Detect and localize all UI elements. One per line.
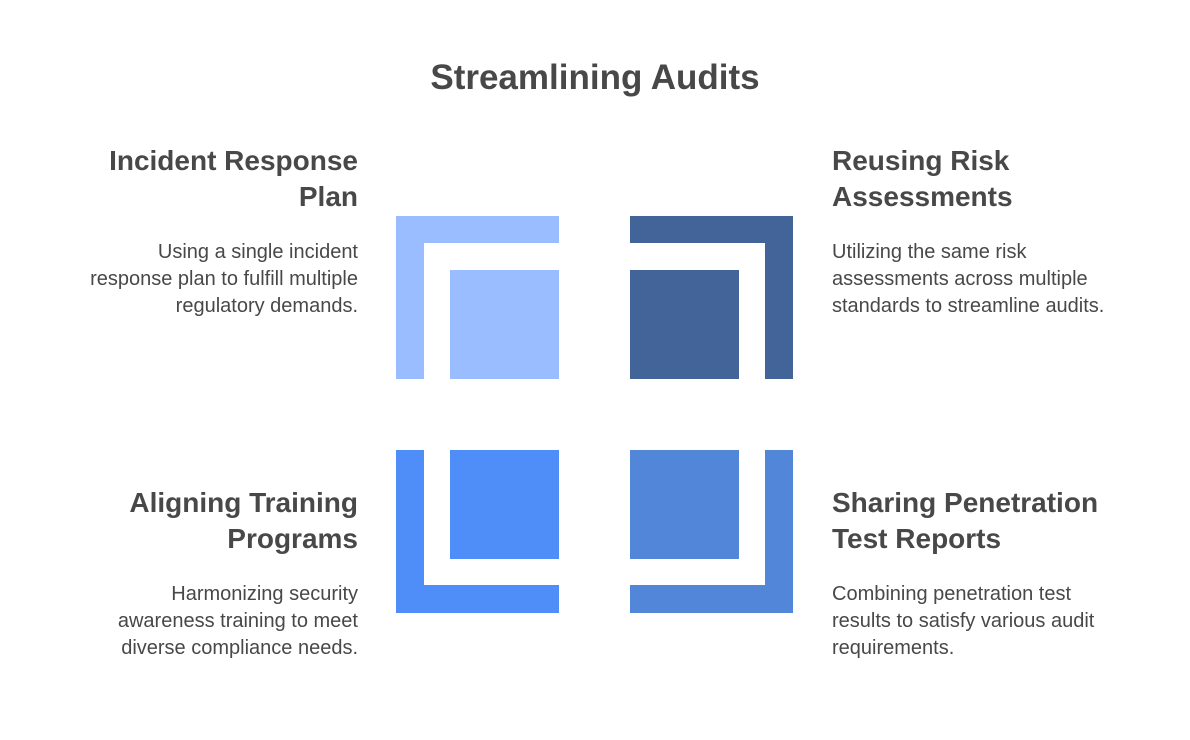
- item-training-programs: Aligning Training Programs Harmonizing s…: [28, 485, 358, 662]
- quadrant-frame: [396, 216, 559, 379]
- quadrant-frame: [630, 216, 793, 379]
- item-description: Harmonizing security awareness training …: [117, 583, 358, 659]
- quadrant-square: [450, 270, 559, 379]
- item-heading: Aligning Training Programs: [129, 487, 358, 554]
- item-description: Utilizing the same risk assessments acro…: [832, 241, 1105, 317]
- quadrant-square: [630, 270, 739, 379]
- quadrant-square: [450, 450, 559, 559]
- quadrant-bottom-right: [630, 450, 793, 613]
- item-heading: Incident Response Plan: [109, 145, 358, 212]
- diagram-title: Streamlining Audits: [430, 58, 760, 97]
- item-penetration-reports: Sharing Penetration Test Reports Combini…: [832, 485, 1162, 662]
- quadrant-top-left: [396, 216, 559, 379]
- quadrant-bottom-left: [396, 450, 559, 613]
- item-heading: Sharing Penetration Test Reports: [832, 487, 1099, 554]
- item-description: Using a single incident response plan to…: [90, 241, 358, 317]
- quadrant-frame: [630, 450, 793, 613]
- item-incident-response: Incident Response Plan Using a single in…: [28, 143, 358, 320]
- item-description: Combining penetration test results to sa…: [832, 583, 1095, 659]
- quadrant-square: [630, 450, 739, 559]
- item-heading: Reusing Risk Assessments: [832, 145, 1013, 212]
- quadrant-top-right: [630, 216, 793, 379]
- quadrant-frame: [396, 450, 559, 613]
- item-risk-assessments: Reusing Risk Assessments Utilizing the s…: [832, 143, 1162, 320]
